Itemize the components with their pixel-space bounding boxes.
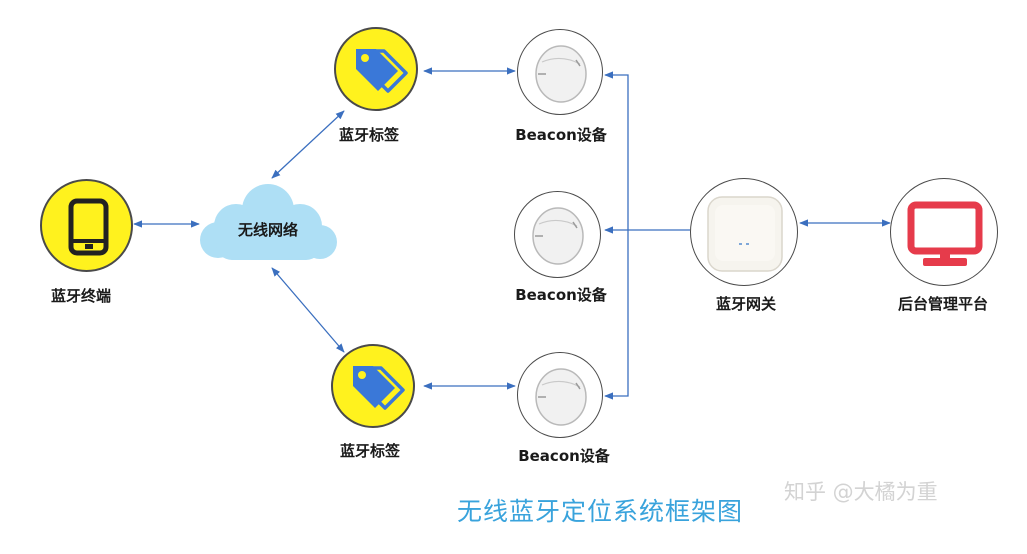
phone-icon xyxy=(68,198,109,256)
tag-bottom-node xyxy=(331,344,415,428)
tag-icon xyxy=(356,49,408,93)
arrow-network-tag-bottom xyxy=(271,267,345,353)
tag-top-node xyxy=(334,27,418,111)
platform-node xyxy=(890,178,998,286)
arrow-bus-beacon-top xyxy=(604,71,629,232)
gateway-label: 蓝牙网关 xyxy=(715,295,777,313)
beacon-icon xyxy=(532,207,584,265)
beacon-icon xyxy=(535,368,587,426)
monitor-icon xyxy=(907,201,983,266)
beacon-icon xyxy=(535,45,587,103)
tag-top-label: 蓝牙标签 xyxy=(338,126,400,144)
arrow-network-tag-top xyxy=(271,110,345,179)
diagram-title: 无线蓝牙定位系统框架图 xyxy=(457,497,744,526)
terminal-label: 蓝牙终端 xyxy=(50,287,112,305)
watermark: 知乎 @大橘为重 xyxy=(784,480,938,504)
beacon-mid-label: Beacon设备 xyxy=(515,286,607,304)
beacon-top-label: Beacon设备 xyxy=(515,126,607,144)
beacon-bottom-node xyxy=(517,352,603,438)
gateway-node xyxy=(690,178,798,286)
tag-bottom-label: 蓝牙标签 xyxy=(339,442,401,460)
beacon-mid-node xyxy=(514,191,601,278)
terminal-node xyxy=(40,179,133,272)
beacon-bottom-label: Beacon设备 xyxy=(518,447,610,465)
network-label: 无线网络 xyxy=(237,221,299,239)
tag-icon xyxy=(353,366,405,410)
cloud-icon xyxy=(200,184,337,260)
beacon-top-node xyxy=(517,29,603,115)
arrow-bus-beacon-bottom xyxy=(604,232,629,400)
platform-label: 后台管理平台 xyxy=(897,295,989,313)
gateway-icon xyxy=(707,196,783,272)
